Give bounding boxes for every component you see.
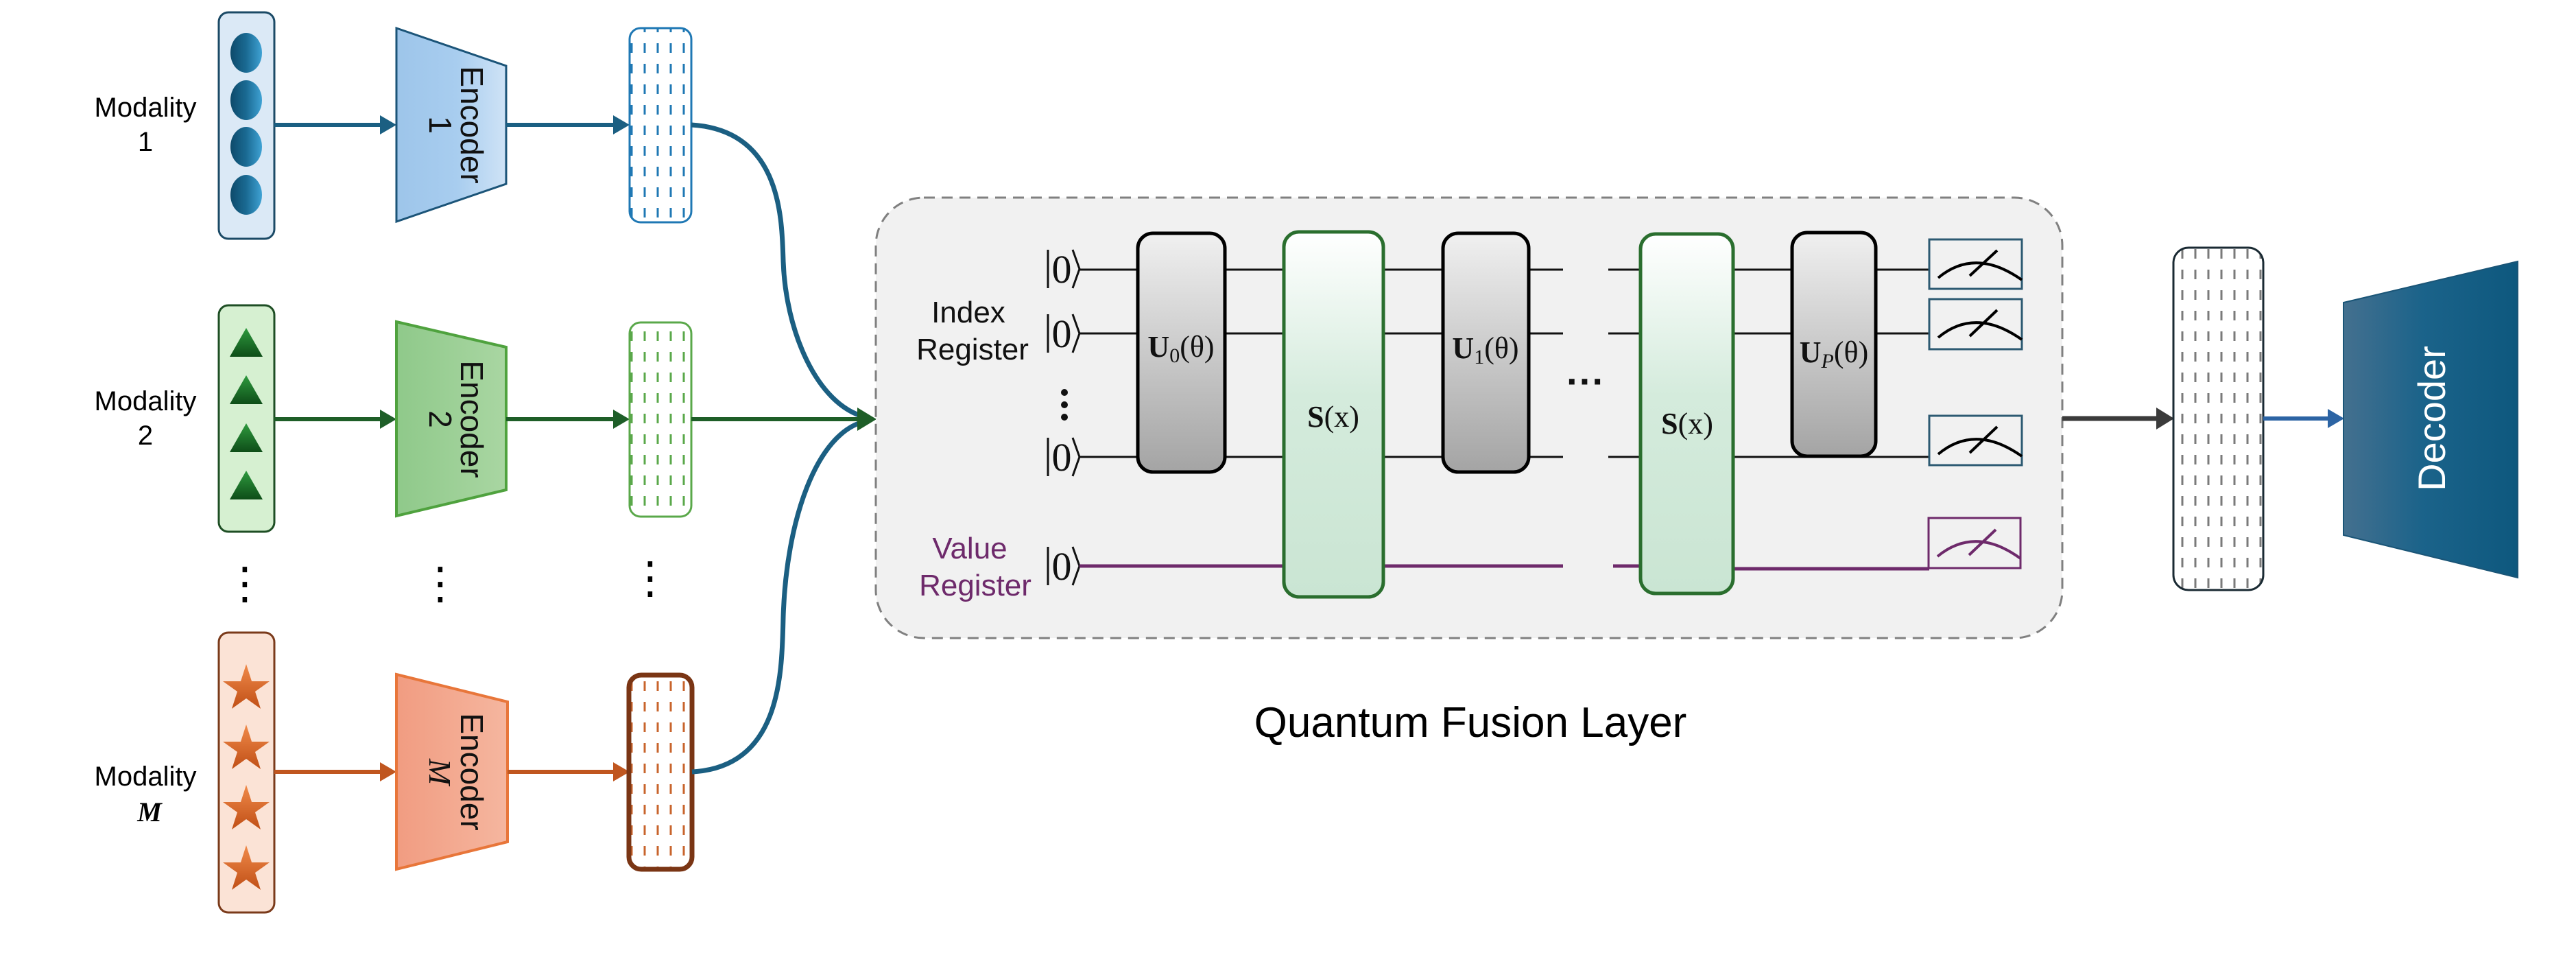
meter-icon	[1937, 261, 2023, 281]
circle-icon	[230, 127, 262, 167]
connector-latent1-to-fusion	[691, 122, 866, 420]
triangle-icon	[230, 423, 263, 452]
decoder-label: Decoder	[2410, 346, 2453, 491]
modality-m-label: Modality	[95, 762, 197, 792]
modality-m-index: M	[136, 797, 163, 827]
modality-m-row: Modality M Encoder M	[95, 631, 695, 914]
arrowhead-icon	[380, 762, 396, 781]
ellipsis-encoders: ⋮	[418, 558, 462, 608]
measurement-meter-1	[1928, 238, 2023, 290]
arrowhead-icon	[2156, 408, 2174, 429]
fused-latent-vector	[2172, 246, 2265, 591]
fusion-connectors	[691, 122, 876, 775]
modality-2-triangle-icons	[230, 328, 263, 499]
gate-s-2-label: S(x)	[1661, 407, 1713, 440]
ket-0-wire-n: 0	[1047, 435, 1081, 480]
circle-icon	[230, 80, 262, 120]
meter-icon	[1937, 321, 2023, 341]
star-icon	[223, 724, 270, 769]
measurement-meter-value	[1927, 517, 2022, 569]
value-register-label-line2: Register	[919, 569, 1031, 602]
encoder-1-index: 1	[422, 116, 458, 134]
modality-1-index: 1	[138, 127, 153, 157]
ket-0-wire-2: 0	[1047, 311, 1081, 356]
gate-s-1: S(x)	[1282, 230, 1385, 599]
measurement-meter-3	[1928, 414, 2023, 467]
ket-value: 0	[1052, 435, 1072, 480]
gate-u1: U1(θ)	[1441, 231, 1531, 474]
ket-value: 0	[1052, 247, 1072, 292]
modality-m-star-icons	[223, 664, 270, 890]
ket-value: 0	[1052, 311, 1072, 356]
output-side: Decoder	[2062, 246, 2518, 591]
encoder-m	[395, 672, 509, 871]
circuit-horizontal-ellipsis: ···	[1566, 360, 1605, 403]
encoder-m-label: Encoder	[454, 713, 490, 830]
ellipsis-latents: ⋮	[628, 553, 672, 602]
modality-2-label: Modality	[95, 386, 197, 416]
arrowhead-icon	[380, 115, 396, 134]
encoder-1	[395, 26, 508, 224]
index-register-label-line2: Register	[916, 333, 1029, 366]
arrowhead-icon	[613, 410, 630, 429]
circle-icon	[230, 175, 262, 215]
value-register-label-line1: Value	[932, 532, 1007, 565]
encoder-1-label: Encoder	[454, 66, 490, 183]
gate-up-label: UP(θ)	[1800, 335, 1869, 373]
arrowhead-icon	[613, 762, 630, 781]
star-icon	[223, 785, 270, 829]
encoder-2-label: Encoder	[454, 360, 490, 478]
modality-1-label: Modality	[95, 93, 197, 123]
ellipsis-inputs: ⋮	[223, 558, 267, 608]
latent-vector-m	[626, 672, 695, 872]
encoder-2-index: 2	[422, 410, 458, 428]
ket-0-wire-1: 0	[1047, 247, 1081, 292]
arrowhead-icon	[613, 115, 630, 134]
gate-up: UP(θ)	[1790, 231, 1878, 458]
triangle-icon	[230, 471, 263, 499]
gate-u0-label: U0(θ)	[1147, 330, 1214, 367]
gate-s-1-label: S(x)	[1307, 400, 1359, 434]
fusion-layer-title: Quantum Fusion Layer	[1254, 699, 1687, 746]
latent-vector-1	[628, 27, 693, 224]
vertical-ellipses: ⋮ ⋮ ⋮	[223, 553, 672, 608]
arrowhead-icon	[2328, 409, 2344, 428]
triangle-icon	[230, 375, 263, 404]
wire-vertical-ellipsis	[1061, 389, 1068, 421]
meter-icon	[1936, 540, 2022, 560]
ket-value: 0	[1052, 544, 1072, 589]
encoder-m-index: M	[422, 758, 457, 787]
modality-1-circle-icons	[230, 33, 262, 215]
arrowhead-icon	[380, 410, 396, 429]
meter-icon	[1937, 438, 2023, 458]
connector-latentm-to-fusion	[691, 419, 866, 775]
encoder-2	[395, 320, 508, 518]
modality-2-index: 2	[138, 421, 153, 451]
decoder	[2343, 260, 2518, 579]
arrowhead-icon	[857, 408, 876, 431]
triangle-icon	[230, 328, 263, 357]
gate-u1-label: U1(θ)	[1452, 331, 1518, 368]
measurement-meter-2	[1928, 298, 2023, 351]
circle-icon	[230, 33, 262, 73]
star-icon	[223, 845, 270, 890]
index-register-label-line1: Index	[931, 296, 1005, 329]
modality-2-row: Modality 2 Encoder 2	[95, 304, 693, 533]
star-icon	[223, 664, 270, 709]
latent-vector-2	[628, 321, 693, 518]
ket-0-value-wire: 0	[1047, 544, 1081, 589]
quantum-fusion-layer: Index Register Value Register 0 0 0 0	[874, 196, 2064, 639]
gate-s-2: S(x)	[1638, 232, 1735, 596]
gate-u0: U0(θ)	[1136, 231, 1227, 474]
modality-1-row: Modality 1 Encoder 1	[95, 11, 693, 240]
